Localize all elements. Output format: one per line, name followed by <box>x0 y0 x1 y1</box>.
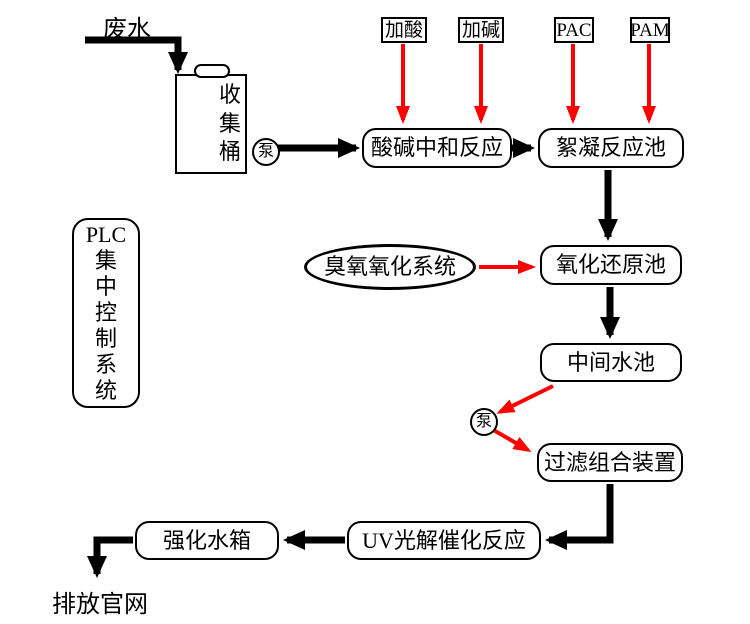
collection-bucket: 收 集 桶 <box>175 74 247 174</box>
redox-node: 氧化还原池 <box>540 245 682 285</box>
add-acid-box: 加酸 <box>381 17 427 43</box>
bucket-lid <box>194 64 230 78</box>
arrow-pump2-to-filter <box>488 426 532 453</box>
arrow-filter-to-uv <box>545 484 614 550</box>
neutralization-node: 酸碱中和反应 <box>362 128 512 168</box>
pump-circle-2: 泵 <box>470 408 498 436</box>
arrow-wastewater-to-bucket <box>85 36 188 74</box>
wastewater-label: 废水 <box>103 17 151 43</box>
collection-bucket-label: 收 集 桶 <box>218 82 241 165</box>
ozone-system-node: 臭氧氧化系统 <box>304 244 476 290</box>
filter-node: 过滤组合装置 <box>537 443 683 482</box>
plc-control-node: PLC 集 中 控 制 系 统 <box>72 218 140 408</box>
reinforced-tank-node: 强化水箱 <box>135 521 279 560</box>
flocculation-node: 絮凝反应池 <box>538 128 684 168</box>
arrow-intermediate-to-pump2 <box>496 384 554 414</box>
add-alkali-box: 加碱 <box>458 17 504 43</box>
arrow-tank-to-discharge <box>87 536 133 578</box>
discharge-label: 排放官网 <box>52 592 148 618</box>
pam-box: PAM <box>630 17 670 43</box>
pump-circle-1: 泵 <box>252 138 280 166</box>
intermediate-tank-node: 中间水池 <box>540 343 682 382</box>
pac-box: PAC <box>554 17 594 43</box>
uv-node: UV光解催化反应 <box>347 521 541 560</box>
